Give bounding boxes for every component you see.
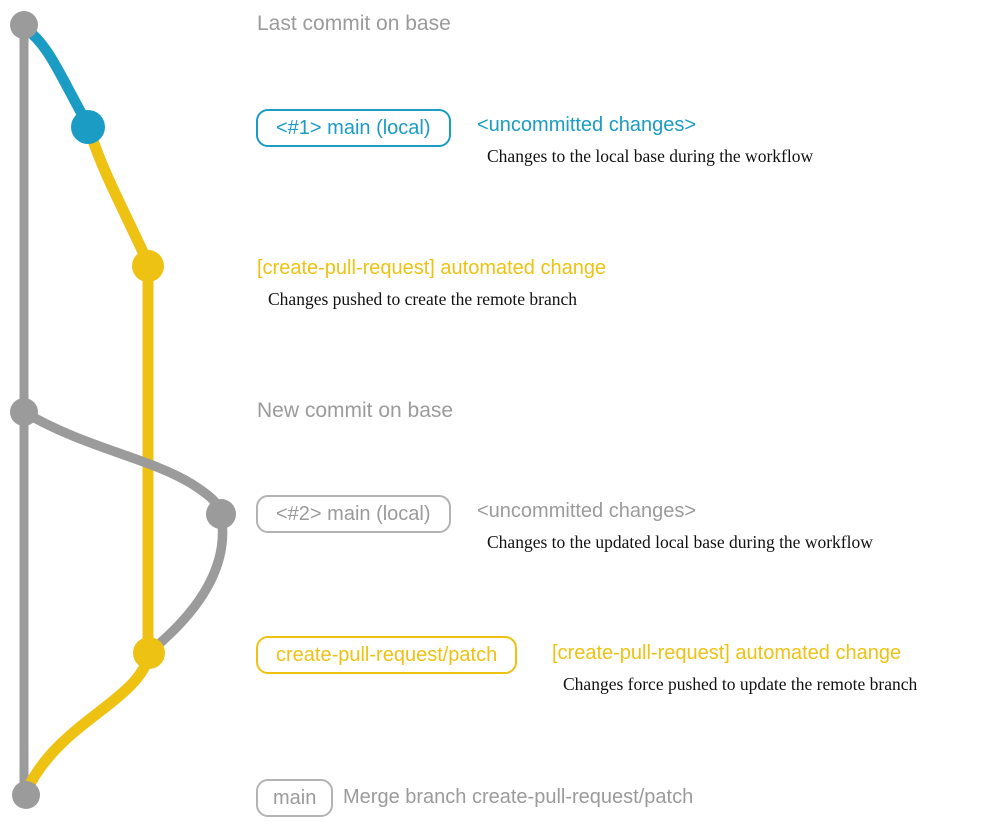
branch-badge-main: main [256,779,334,817]
uncommitted-changes-label-2: <uncommitted changes> [477,500,697,522]
commit-node-automated-1 [132,250,164,282]
branch-badge-main-local-1: <#1> main (local) [256,109,451,147]
new-commit-on-base-label: New commit on base [257,399,454,422]
branch-rebase-curve [147,510,228,655]
commit-node-automated-2 [133,637,165,669]
automated-change-desc-2: Changes force pushed to update the remot… [563,674,918,694]
last-commit-on-base-label: Last commit on base [257,12,451,35]
branch-badge-create-pull-request-patch: create-pull-request/patch [256,636,518,674]
commit-node-main-local-2 [206,499,236,529]
commit-node-merge [12,781,40,809]
branch-badge-main-local-2: <#2> main (local) [256,495,451,533]
commit-node-main-local-1 [71,110,105,144]
uncommitted-changes-desc-2: Changes to the updated local base during… [487,532,873,552]
branch-patch-curve [83,123,154,269]
branch-main-local-2-curve [19,407,226,518]
commit-graph [10,11,236,809]
commit-node-new-base [10,398,38,426]
uncommitted-changes-desc-1: Changes to the local base during the wor… [487,146,814,166]
automated-change-desc-1: Changes pushed to create the remote bran… [268,289,578,309]
branch-patch-merge-curve [20,649,155,798]
automated-change-label-2: [create-pull-request] automated change [552,642,902,664]
commit-node-last-base [10,11,38,39]
automated-change-label-1: [create-pull-request] automated change [257,257,607,279]
merge-commit-label: Merge branch create-pull-request/patch [343,786,694,808]
branch-main-local-1-curve [18,21,94,131]
uncommitted-changes-label-1: <uncommitted changes> [477,114,697,136]
